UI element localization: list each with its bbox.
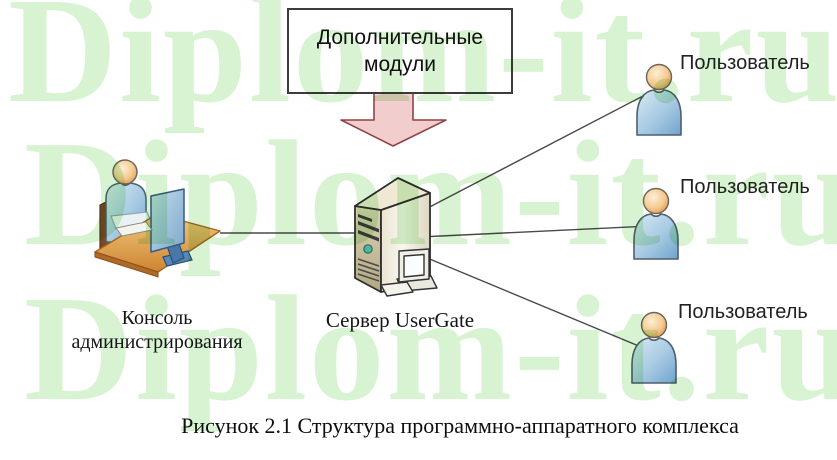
additional-modules-box: Дополнительные модули <box>287 8 513 94</box>
server-power-button-icon <box>363 244 373 254</box>
user-2-person-icon <box>633 187 679 260</box>
desk-edge <box>94 251 159 278</box>
connector-lines <box>220 95 651 348</box>
connector-server-to-user-1 <box>419 95 644 213</box>
user-1-person-icon <box>636 63 682 136</box>
server-tower-icon <box>354 177 438 297</box>
user-1-label: Пользователь <box>680 52 810 74</box>
admin-person-head <box>112 159 138 185</box>
desk-keyboard-icon <box>115 221 153 237</box>
block-arrow-down-icon <box>340 91 447 147</box>
user-3-person-icon <box>631 311 677 384</box>
admin-console-label: Консоль администрирования <box>71 307 243 353</box>
connector-server-to-user-3 <box>419 254 642 348</box>
figure-caption: Рисунок 2.1 Структура программно-аппарат… <box>181 413 739 438</box>
server-grill <box>357 258 380 282</box>
user-2-label: Пользователь <box>680 176 810 198</box>
server-vents <box>358 214 379 242</box>
desk-monitor-icon <box>150 188 193 267</box>
connector-server-to-user-2 <box>419 225 651 238</box>
additional-modules-label: Дополнительные модули <box>316 26 484 76</box>
server-label: Сервер UserGate <box>325 308 475 332</box>
person-at-desk-icon <box>94 159 221 278</box>
user-3-label: Пользователь <box>678 301 808 323</box>
mini-computer-icon <box>380 248 438 297</box>
